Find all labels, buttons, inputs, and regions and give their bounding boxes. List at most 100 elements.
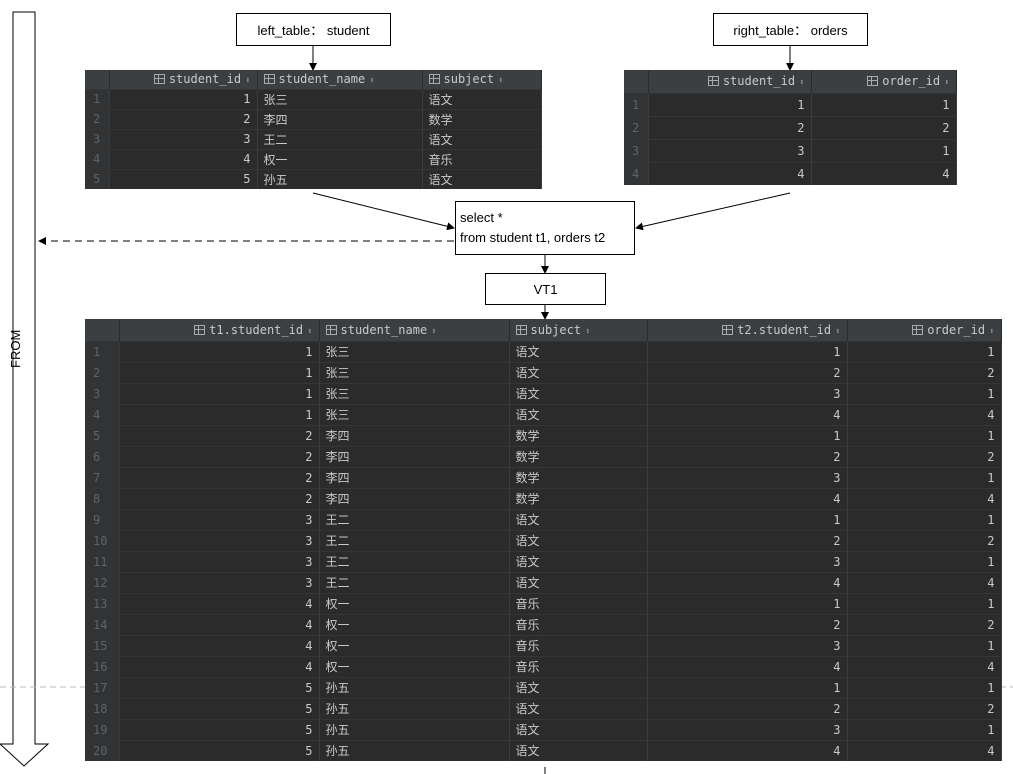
table-cell: 音乐 xyxy=(509,634,648,656)
column-header-order-id[interactable]: order_id⬍ xyxy=(847,319,1002,341)
table-cell: 2 xyxy=(119,487,320,509)
right-table-label-text: right_table： orders xyxy=(733,23,848,38)
column-header-order-id[interactable]: order_id⬍ xyxy=(811,70,957,93)
table-cell: 3 xyxy=(119,508,320,530)
sort-icon[interactable]: ⬍ xyxy=(431,326,437,337)
table-cell: 3 xyxy=(109,128,258,149)
table-cell: 2 xyxy=(847,529,1002,551)
row-number: 14 xyxy=(85,613,120,635)
sort-icon[interactable]: ⬍ xyxy=(498,76,504,87)
table-cell: 1 xyxy=(847,466,1002,488)
column-header-student-name[interactable]: student_name⬍ xyxy=(319,319,510,341)
table-cell: 4 xyxy=(847,655,1002,677)
row-number-header xyxy=(85,319,120,341)
column-icon xyxy=(153,74,165,85)
row-number: 11 xyxy=(85,550,120,572)
row-number: 4 xyxy=(624,161,649,185)
sort-icon[interactable]: ⬍ xyxy=(245,76,251,87)
sql-box: select * from student t1, orders t2 xyxy=(455,201,635,255)
sort-icon[interactable]: ⬍ xyxy=(369,76,375,87)
table-cell: 4 xyxy=(847,571,1002,593)
column-header-t1-student-id[interactable]: t1.student_id⬍ xyxy=(119,319,320,341)
sort-icon[interactable]: ⬍ xyxy=(989,326,995,337)
table-cell: 4 xyxy=(647,403,848,425)
sort-icon[interactable]: ⬍ xyxy=(835,326,841,337)
table-cell: 4 xyxy=(648,161,812,185)
row-number: 1 xyxy=(624,92,649,116)
column-header-label: subject xyxy=(443,72,495,87)
table-cell: 孙五 xyxy=(319,697,510,719)
column-header-student-id[interactable]: student_id⬍ xyxy=(648,70,812,93)
sort-icon[interactable]: ⬍ xyxy=(307,326,313,337)
table-cell: 语文 xyxy=(509,571,648,593)
table-cell: 4 xyxy=(847,739,1002,761)
column-header-subject[interactable]: subject⬍ xyxy=(509,319,648,341)
row-number: 8 xyxy=(85,487,120,509)
table-cell: 权一 xyxy=(319,613,510,635)
row-number: 2 xyxy=(85,108,110,129)
row-number: 5 xyxy=(85,424,120,446)
table-cell: 张三 xyxy=(319,382,510,404)
table-cell: 孙五 xyxy=(257,168,423,189)
table-cell: 3 xyxy=(647,634,848,656)
table-cell: 2 xyxy=(109,108,258,129)
table-cell: 4 xyxy=(119,634,320,656)
table-cell: 1 xyxy=(119,340,320,362)
table-cell: 2 xyxy=(847,613,1002,635)
sort-icon[interactable]: ⬍ xyxy=(585,326,591,337)
column-header-student-id[interactable]: student_id⬍ xyxy=(109,70,258,89)
table-cell: 2 xyxy=(647,697,848,719)
column-header-subject[interactable]: subject⬍ xyxy=(422,70,542,89)
table-cell: 语文 xyxy=(422,88,542,109)
sort-icon[interactable]: ⬍ xyxy=(799,78,805,89)
sort-icon[interactable]: ⬍ xyxy=(944,78,950,89)
left-table-label-text: left_table： student xyxy=(257,23,370,38)
table-cell: 1 xyxy=(647,676,848,698)
column-header-t2-student-id[interactable]: t2.student_id⬍ xyxy=(647,319,848,341)
sql-line-from: from student t1, orders t2 xyxy=(460,230,606,245)
row-number: 15 xyxy=(85,634,120,656)
table-cell: 王二 xyxy=(319,571,510,593)
table-cell: 3 xyxy=(647,382,848,404)
column-icon xyxy=(722,324,734,335)
left-table-label: left_table： student xyxy=(236,13,391,46)
table-cell: 1 xyxy=(119,403,320,425)
column-header-label: subject xyxy=(530,322,582,337)
table-cell: 张三 xyxy=(319,403,510,425)
row-number: 1 xyxy=(85,340,120,362)
table-cell: 1 xyxy=(847,676,1002,698)
row-number: 7 xyxy=(85,466,120,488)
table-cell: 2 xyxy=(119,424,320,446)
row-number: 13 xyxy=(85,592,120,614)
column-header-student-name[interactable]: student_name⬍ xyxy=(257,70,423,89)
